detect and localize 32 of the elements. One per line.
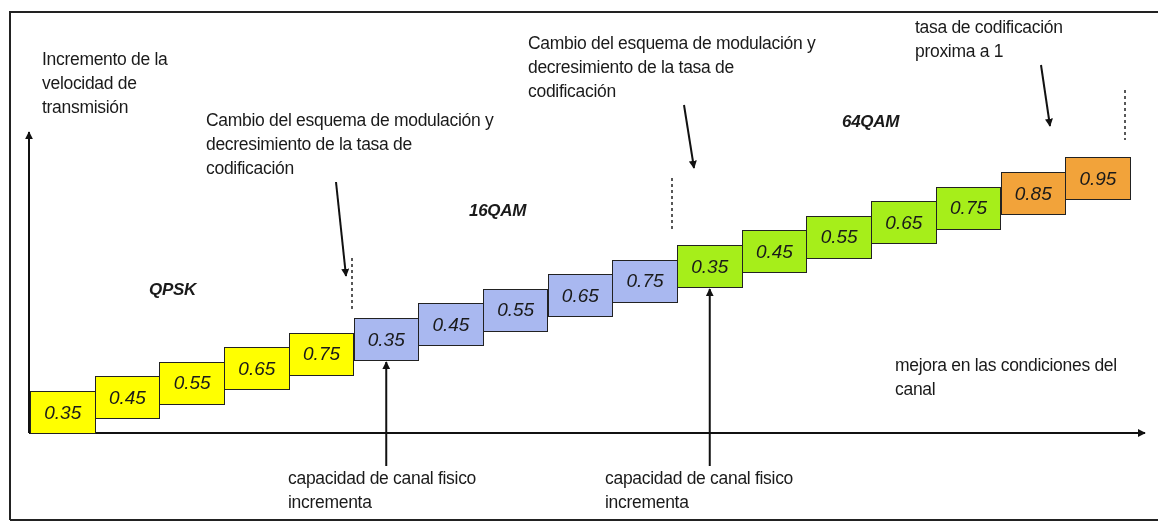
annotation-text: Cambio del esquema de modulación y decresimiento de la tasa de codificación bbox=[206, 108, 496, 182]
axis-label: mejora en las condiciones del canal bbox=[895, 354, 1118, 401]
code-rate-box: 0.75 bbox=[612, 259, 678, 303]
modulation-label: 16QAM bbox=[469, 200, 528, 222]
code-rate-box: 0.65 bbox=[871, 201, 937, 245]
code-rate-box: 0.65 bbox=[224, 347, 290, 391]
annotation-text: capacidad de canal fisico incrementa bbox=[288, 466, 478, 516]
code-rate-box: 0.35 bbox=[353, 318, 419, 361]
annotation-text: Cambio del esquema de modulación y decresimiento de la tasa de codificación bbox=[528, 31, 818, 105]
code-rate-box: 0.65 bbox=[547, 274, 614, 318]
arrow bbox=[382, 361, 391, 467]
modulation-label: 64QAM bbox=[842, 111, 901, 133]
code-rate-box: 0.55 bbox=[159, 361, 225, 405]
arrow bbox=[683, 104, 697, 169]
code-rate-box: 0.55 bbox=[806, 215, 872, 259]
code-rate-box: 0.35 bbox=[30, 391, 96, 434]
annotation-text: capacidad de canal fisico incrementa bbox=[605, 466, 795, 516]
arrow bbox=[705, 288, 714, 467]
code-rate-box: 0.45 bbox=[741, 230, 808, 274]
code-rate-box: 0.35 bbox=[677, 245, 743, 288]
code-rate-box: 0.45 bbox=[418, 303, 484, 347]
annotation-text: tasa de codificación proxima a 1 bbox=[915, 15, 1115, 65]
arrow bbox=[335, 181, 350, 277]
modulation-label: QPSK bbox=[149, 279, 198, 301]
code-rate-box: 0.45 bbox=[94, 376, 161, 420]
axis-label: Incremento de la velocidad de transmisión bbox=[42, 48, 169, 119]
code-rate-box: 0.55 bbox=[482, 288, 549, 332]
arrow bbox=[1040, 64, 1053, 127]
code-rate-box: 0.85 bbox=[1000, 172, 1066, 215]
code-rate-box: 0.75 bbox=[288, 332, 355, 376]
code-rate-box: 0.95 bbox=[1065, 157, 1131, 201]
code-rate-box: 0.75 bbox=[935, 186, 1002, 230]
